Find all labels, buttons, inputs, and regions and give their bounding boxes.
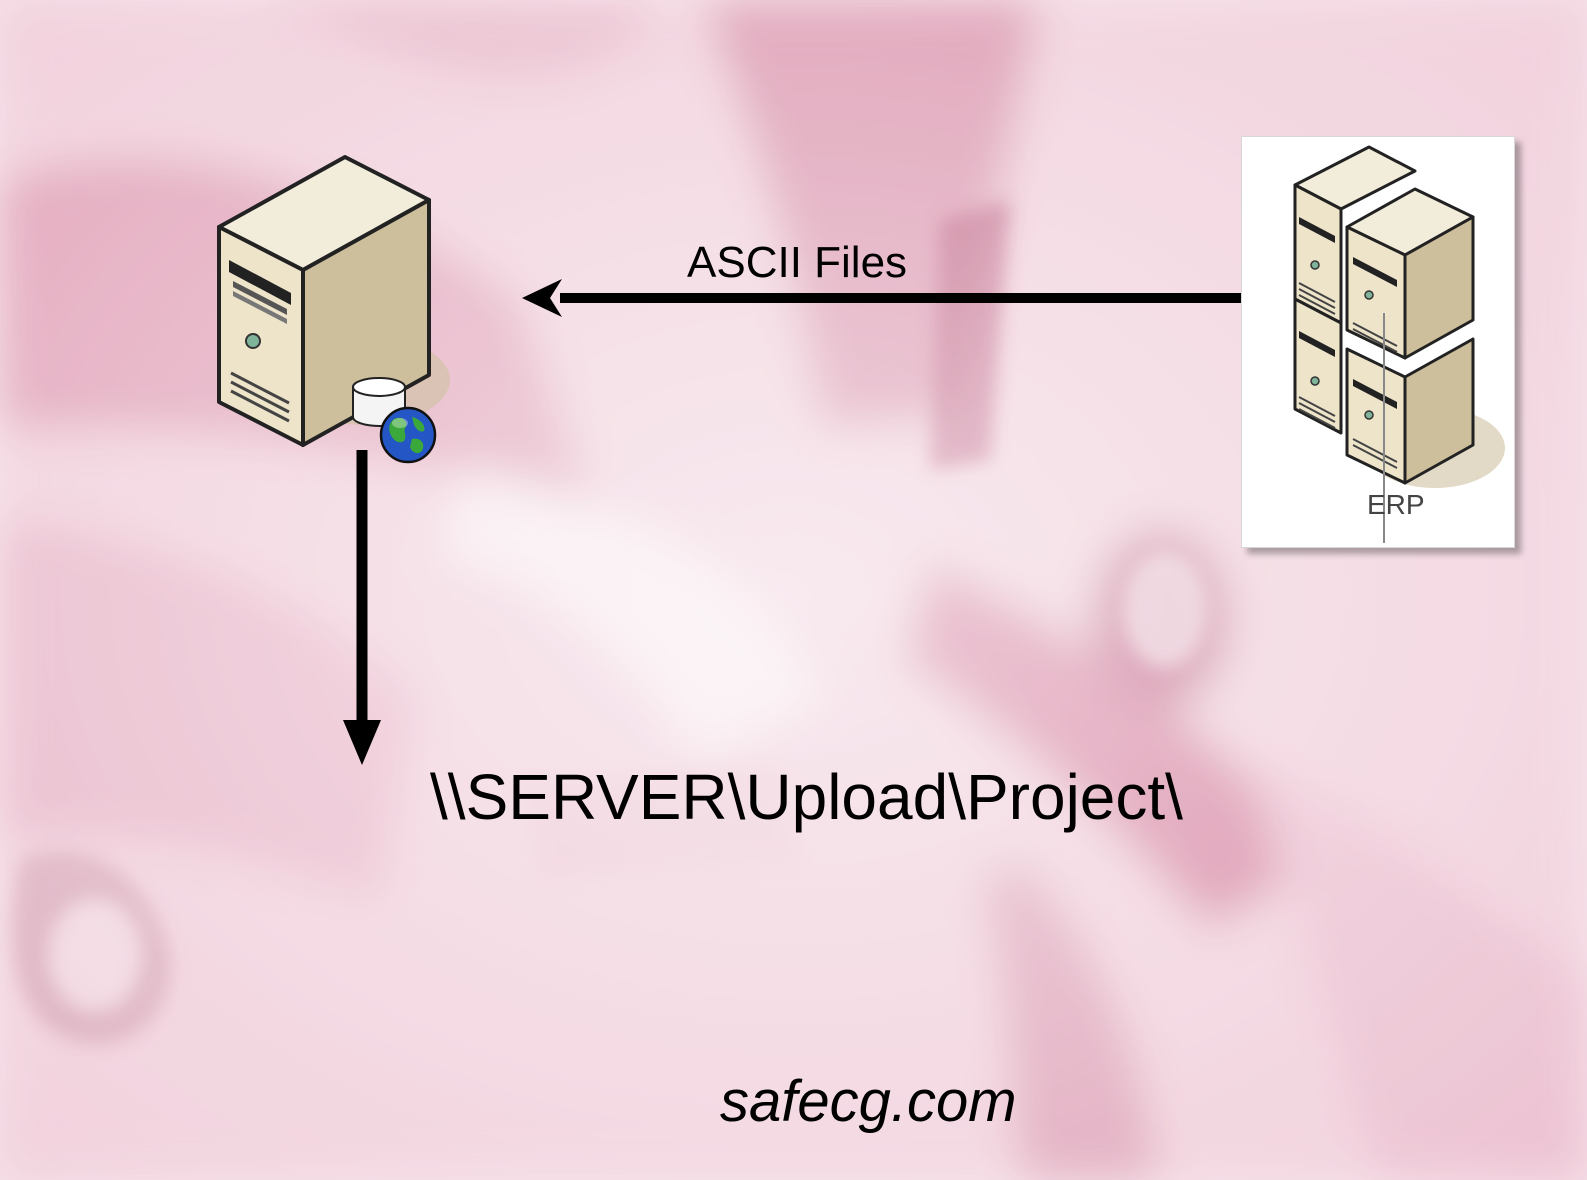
ascii-files-arrow <box>522 279 1242 317</box>
server-cluster-icon <box>1293 145 1505 543</box>
upload-arrow <box>343 450 381 765</box>
target-path-label: \\SERVER\Upload\Project\ <box>430 761 1183 833</box>
footer-website: safecg.com <box>720 1069 1017 1134</box>
edge-label: ASCII Files <box>687 238 908 287</box>
erp-label: ERP <box>1367 489 1425 520</box>
globe-icon <box>379 406 437 464</box>
